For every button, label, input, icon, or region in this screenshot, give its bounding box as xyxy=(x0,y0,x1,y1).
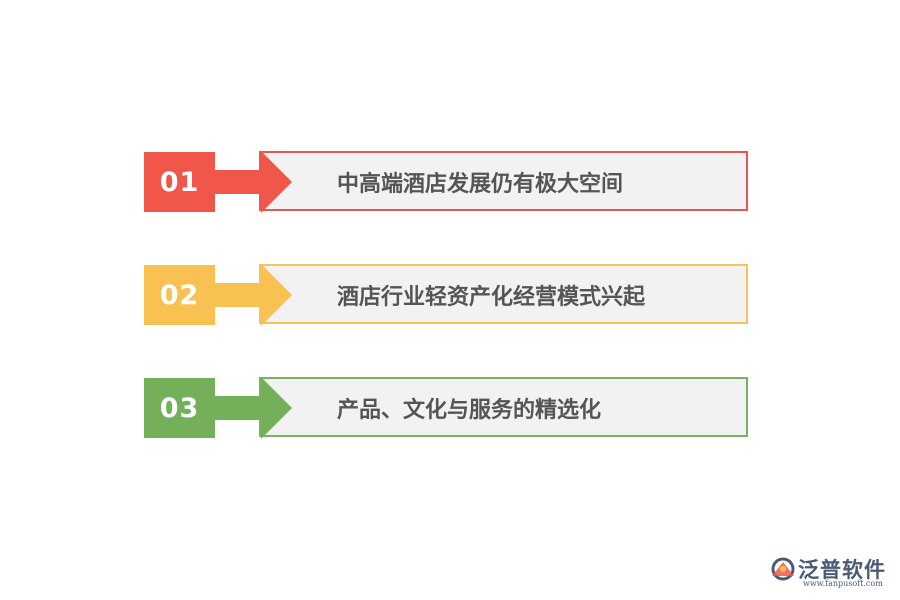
fanpu-logo-icon xyxy=(771,557,795,581)
item-row-2: 02 酒店行业轻资产化经营模式兴起 xyxy=(144,264,750,326)
item-text-1: 中高端酒店发展仍有极大空间 xyxy=(337,172,624,197)
item-number-1: 01 xyxy=(144,152,215,212)
item-box-3 xyxy=(259,377,748,437)
item-text-2: 酒店行业轻资产化经营模式兴起 xyxy=(337,285,646,310)
arrow-right-icon xyxy=(214,264,292,326)
logo-url: www.fanpusoft.com xyxy=(803,579,883,588)
arrow-right-icon xyxy=(214,151,292,213)
item-text-3: 产品、文化与服务的精选化 xyxy=(337,398,602,423)
item-box-1 xyxy=(259,151,748,211)
item-box-2 xyxy=(259,264,748,324)
item-number-3: 03 xyxy=(144,378,215,438)
item-row-1: 01 中高端酒店发展仍有极大空间 xyxy=(144,151,750,213)
item-number-2: 02 xyxy=(144,265,215,325)
logo-name: 泛普软件 xyxy=(798,558,886,582)
arrow-right-icon xyxy=(214,377,292,439)
item-row-3: 03 产品、文化与服务的精选化 xyxy=(144,377,750,439)
brand-logo: 泛普软件 www.fanpusoft.com xyxy=(768,554,892,596)
